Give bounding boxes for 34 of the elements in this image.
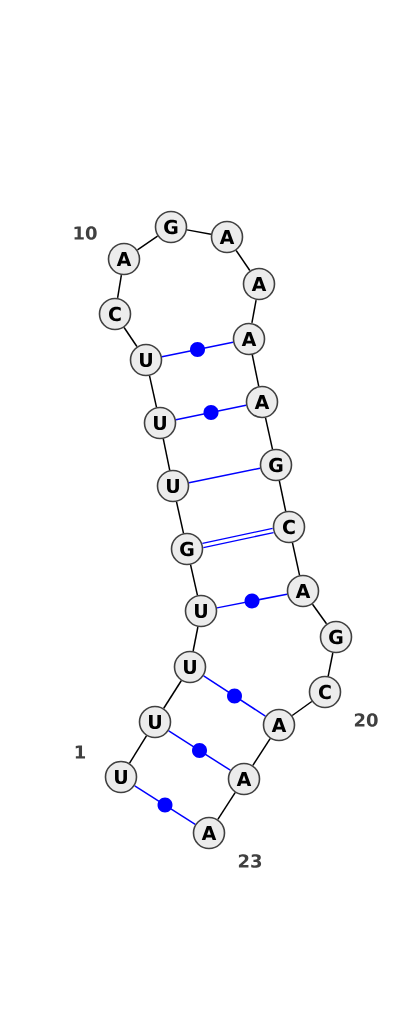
backbone-line (311, 603, 328, 625)
backbone-line (251, 299, 257, 324)
base-pair-line (134, 785, 196, 825)
base-pair-line (168, 730, 232, 771)
base-pair-line (175, 404, 247, 421)
backbone-line (251, 354, 260, 387)
position-number: 23 (238, 854, 262, 868)
base-pair-line (216, 593, 288, 609)
backbone-line (291, 542, 301, 576)
backbone-line (186, 229, 212, 235)
backbone-line (327, 652, 334, 677)
position-number: 1 (75, 745, 86, 759)
base-pair-line (188, 467, 261, 484)
position-number: 20 (354, 713, 378, 727)
base-pair-line (202, 675, 267, 717)
backbone-line (116, 274, 123, 299)
backbone-line (217, 791, 236, 821)
backbone-line (235, 249, 251, 272)
backbone-line (162, 438, 171, 471)
backbone-line (163, 680, 182, 709)
backbone-line (189, 564, 199, 596)
backbone-line (148, 375, 158, 408)
base-pair-line (202, 527, 274, 549)
base-pair-line (161, 341, 234, 358)
backbone-line (123, 326, 138, 348)
backbone-line (264, 417, 274, 450)
backbone-line (175, 501, 185, 534)
backbone-line (278, 480, 287, 512)
backbone-line (128, 735, 148, 764)
backbone-line (192, 626, 199, 652)
position-number: 10 (74, 226, 97, 240)
backbone-line (136, 235, 159, 251)
backbone-line (252, 737, 271, 767)
backbone-line (291, 700, 313, 717)
